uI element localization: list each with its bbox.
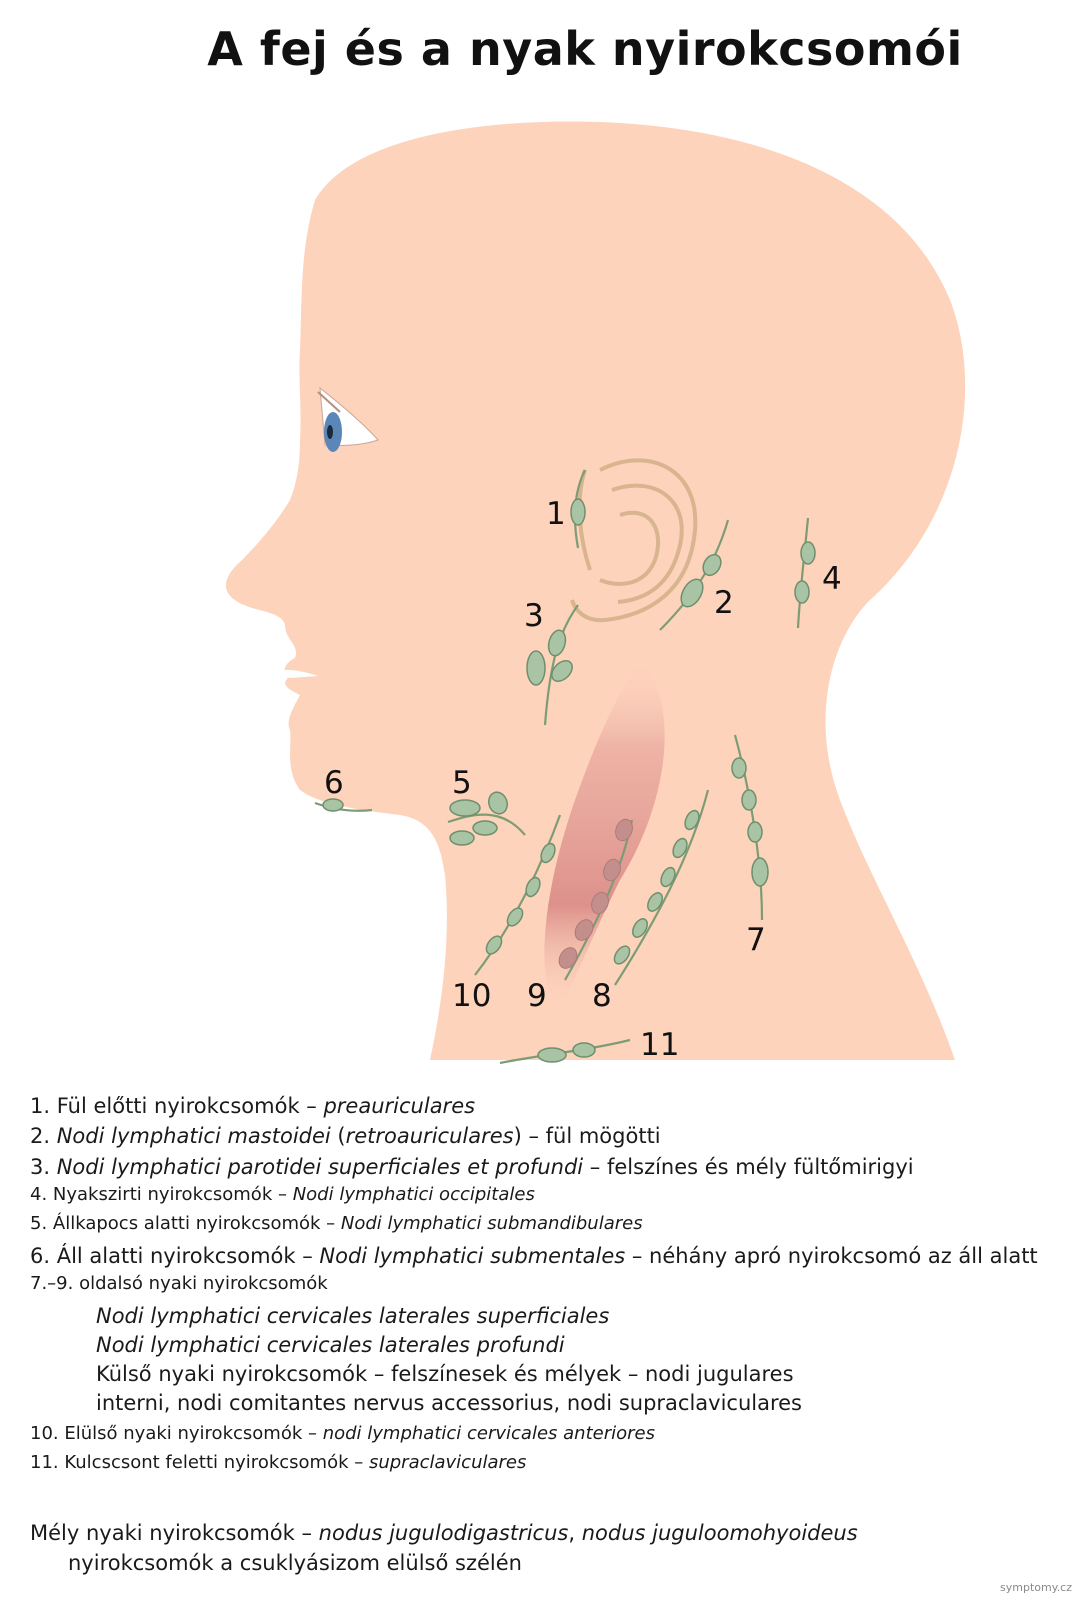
node-8a (684, 809, 700, 831)
eye (317, 386, 379, 452)
page-title: A fej és a nyak nyirokcsomói (207, 22, 963, 76)
node-8b (672, 837, 688, 859)
node-3c (551, 660, 573, 682)
deep-nodes-9 (558, 818, 633, 969)
node-11b (572, 1042, 596, 1058)
legend-item-11: 11. Kulcscsont feletti nyirokcsomók – su… (30, 1452, 527, 1473)
node-7b (741, 789, 757, 811)
deep-note-line-1: Mély nyaki nyirokcsomók – nodus jugulodi… (30, 1521, 858, 1545)
label-4: 4 (822, 561, 842, 597)
legend-item-3: 3. Nodi lymphatici parotidei superficial… (30, 1154, 914, 1179)
node-2a (702, 553, 722, 577)
watermark: symptomy.cz (1000, 1581, 1072, 1594)
node-2b (680, 578, 704, 608)
node-10d (485, 935, 503, 955)
legend-item-7-9-c: Külső nyaki nyirokcsomók – felszínesek é… (96, 1362, 794, 1386)
node-4b (794, 580, 810, 604)
node-5c (472, 820, 498, 836)
node-5a (449, 799, 481, 817)
label-10: 10 (452, 978, 491, 1014)
deep-note-line-2: nyirokcsomók a csuklyásizom elülső szélé… (68, 1551, 522, 1576)
node-5b (487, 791, 509, 815)
label-9: 9 (527, 978, 547, 1014)
node-10c (506, 907, 524, 927)
node-8c (660, 866, 676, 888)
node-10a (540, 842, 556, 864)
legend-item-2: 2. Nodi lymphatici mastoidei (retroauric… (30, 1124, 661, 1149)
node-4a (800, 541, 816, 565)
label-6: 6 (324, 765, 344, 801)
sternocleidomastoid-muscle (544, 660, 665, 1010)
label-5: 5 (452, 765, 472, 801)
legend-item-7-9: 7.–9. oldalsó nyaki nyirokcsomók (30, 1273, 328, 1294)
label-7: 7 (746, 922, 766, 958)
node-1a (570, 498, 586, 526)
deep-nodes-note: Mély nyaki nyirokcsomók – nodus jugulodi… (30, 1520, 858, 1577)
legend-item-7-9-a: Nodi lymphatici cervicales laterales sup… (96, 1303, 610, 1328)
node-6a (322, 798, 344, 812)
label-3: 3 (524, 598, 544, 634)
legend-item-7-9-d: interni, nodi comitantes nervus accessor… (96, 1391, 803, 1416)
node-5d (449, 830, 475, 846)
node-7d (751, 857, 769, 887)
node-3b (526, 650, 546, 686)
lips (270, 669, 318, 678)
node-8f (613, 945, 631, 965)
lymph-nodes (322, 498, 816, 1063)
label-11: 11 (640, 1027, 679, 1063)
label-2: 2 (714, 585, 734, 621)
node-10b (525, 876, 541, 898)
legend-item-7-9-b: Nodi lymphatici cervicales laterales pro… (96, 1332, 565, 1357)
head-silhouette (225, 121, 966, 1061)
legend-item-1: 1. Fül előtti nyirokcsomók – preauricula… (30, 1094, 476, 1118)
head-neck-illustration: 1 2 3 4 5 6 7 8 9 10 11 (225, 121, 966, 1065)
legend-item-5: 5. Állkapocs alatti nyirokcsomók – Nodi … (30, 1213, 643, 1235)
node-7c (747, 821, 763, 843)
legend-item-4: 4. Nyakszirti nyirokcsomók – Nodi lympha… (30, 1183, 535, 1205)
legend-item-6: 6. Áll alatti nyirokcsomók – Nodi lympha… (30, 1243, 1038, 1268)
node-11a (537, 1047, 567, 1063)
node-7a (731, 757, 747, 779)
legend-item-10: 10. Elülső nyaki nyirokcsomók – nodi lym… (30, 1422, 655, 1444)
node-3a (547, 629, 567, 657)
label-1: 1 (546, 496, 566, 532)
node-8e (632, 918, 648, 938)
node-8d (647, 892, 663, 912)
legend: 1. Fül előtti nyirokcsomók – preauricula… (30, 1093, 1070, 1482)
label-8: 8 (592, 978, 612, 1014)
